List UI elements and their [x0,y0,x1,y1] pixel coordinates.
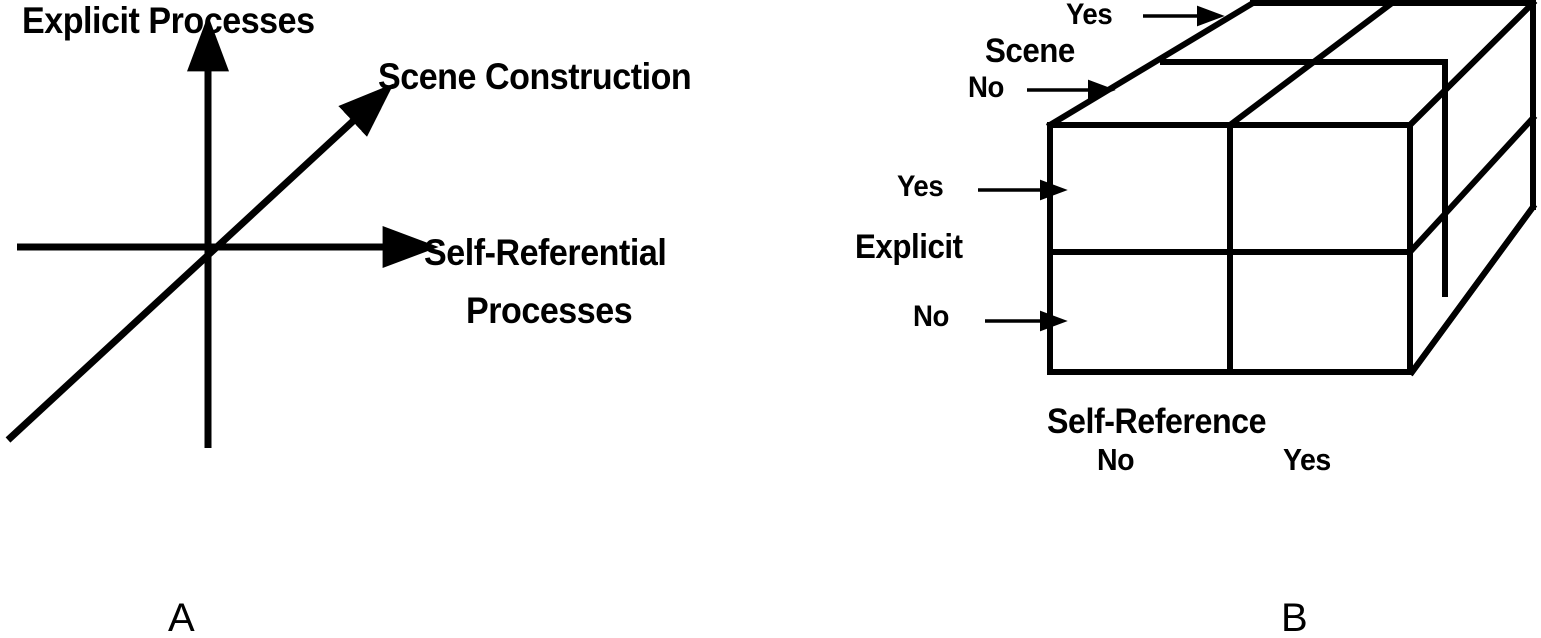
label-explicit-processes: Explicit Processes [22,0,315,41]
panel-letter-a: A [168,596,195,638]
label-scene-title: Scene [985,32,1075,70]
label-explicit-yes: Yes [897,170,944,203]
label-self-reference-yes: Yes [1283,442,1331,477]
label-self-referential-processes-line2: Processes [466,290,633,331]
cube-right-face-explicit-divider [1405,113,1538,257]
label-scene-yes: Yes [1066,0,1113,31]
label-scene-no: No [968,71,1004,104]
cube-back-face-outline [1250,0,1536,377]
cube-right-face-depth-top [1405,0,1538,130]
panel-b-cube-graphic [978,0,1538,377]
cube-top-face-width-divider [1225,0,1397,130]
label-scene-construction: Scene Construction [378,56,692,97]
panel-a: Explicit Processes Scene Construction Se… [0,0,800,560]
panel-letter-b: B [1281,596,1308,638]
label-explicit-no: No [913,300,949,333]
label-self-referential-processes-line1: Self-Referential [424,232,667,273]
cube-right-face-depth-bottom [1407,202,1538,377]
panel-a-axes-graphic [5,15,439,448]
label-explicit-title: Explicit [855,228,963,266]
label-self-reference-no: No [1097,442,1135,477]
axis-line-scene-construction [5,83,394,443]
label-self-reference-title: Self-Reference [1047,402,1267,441]
